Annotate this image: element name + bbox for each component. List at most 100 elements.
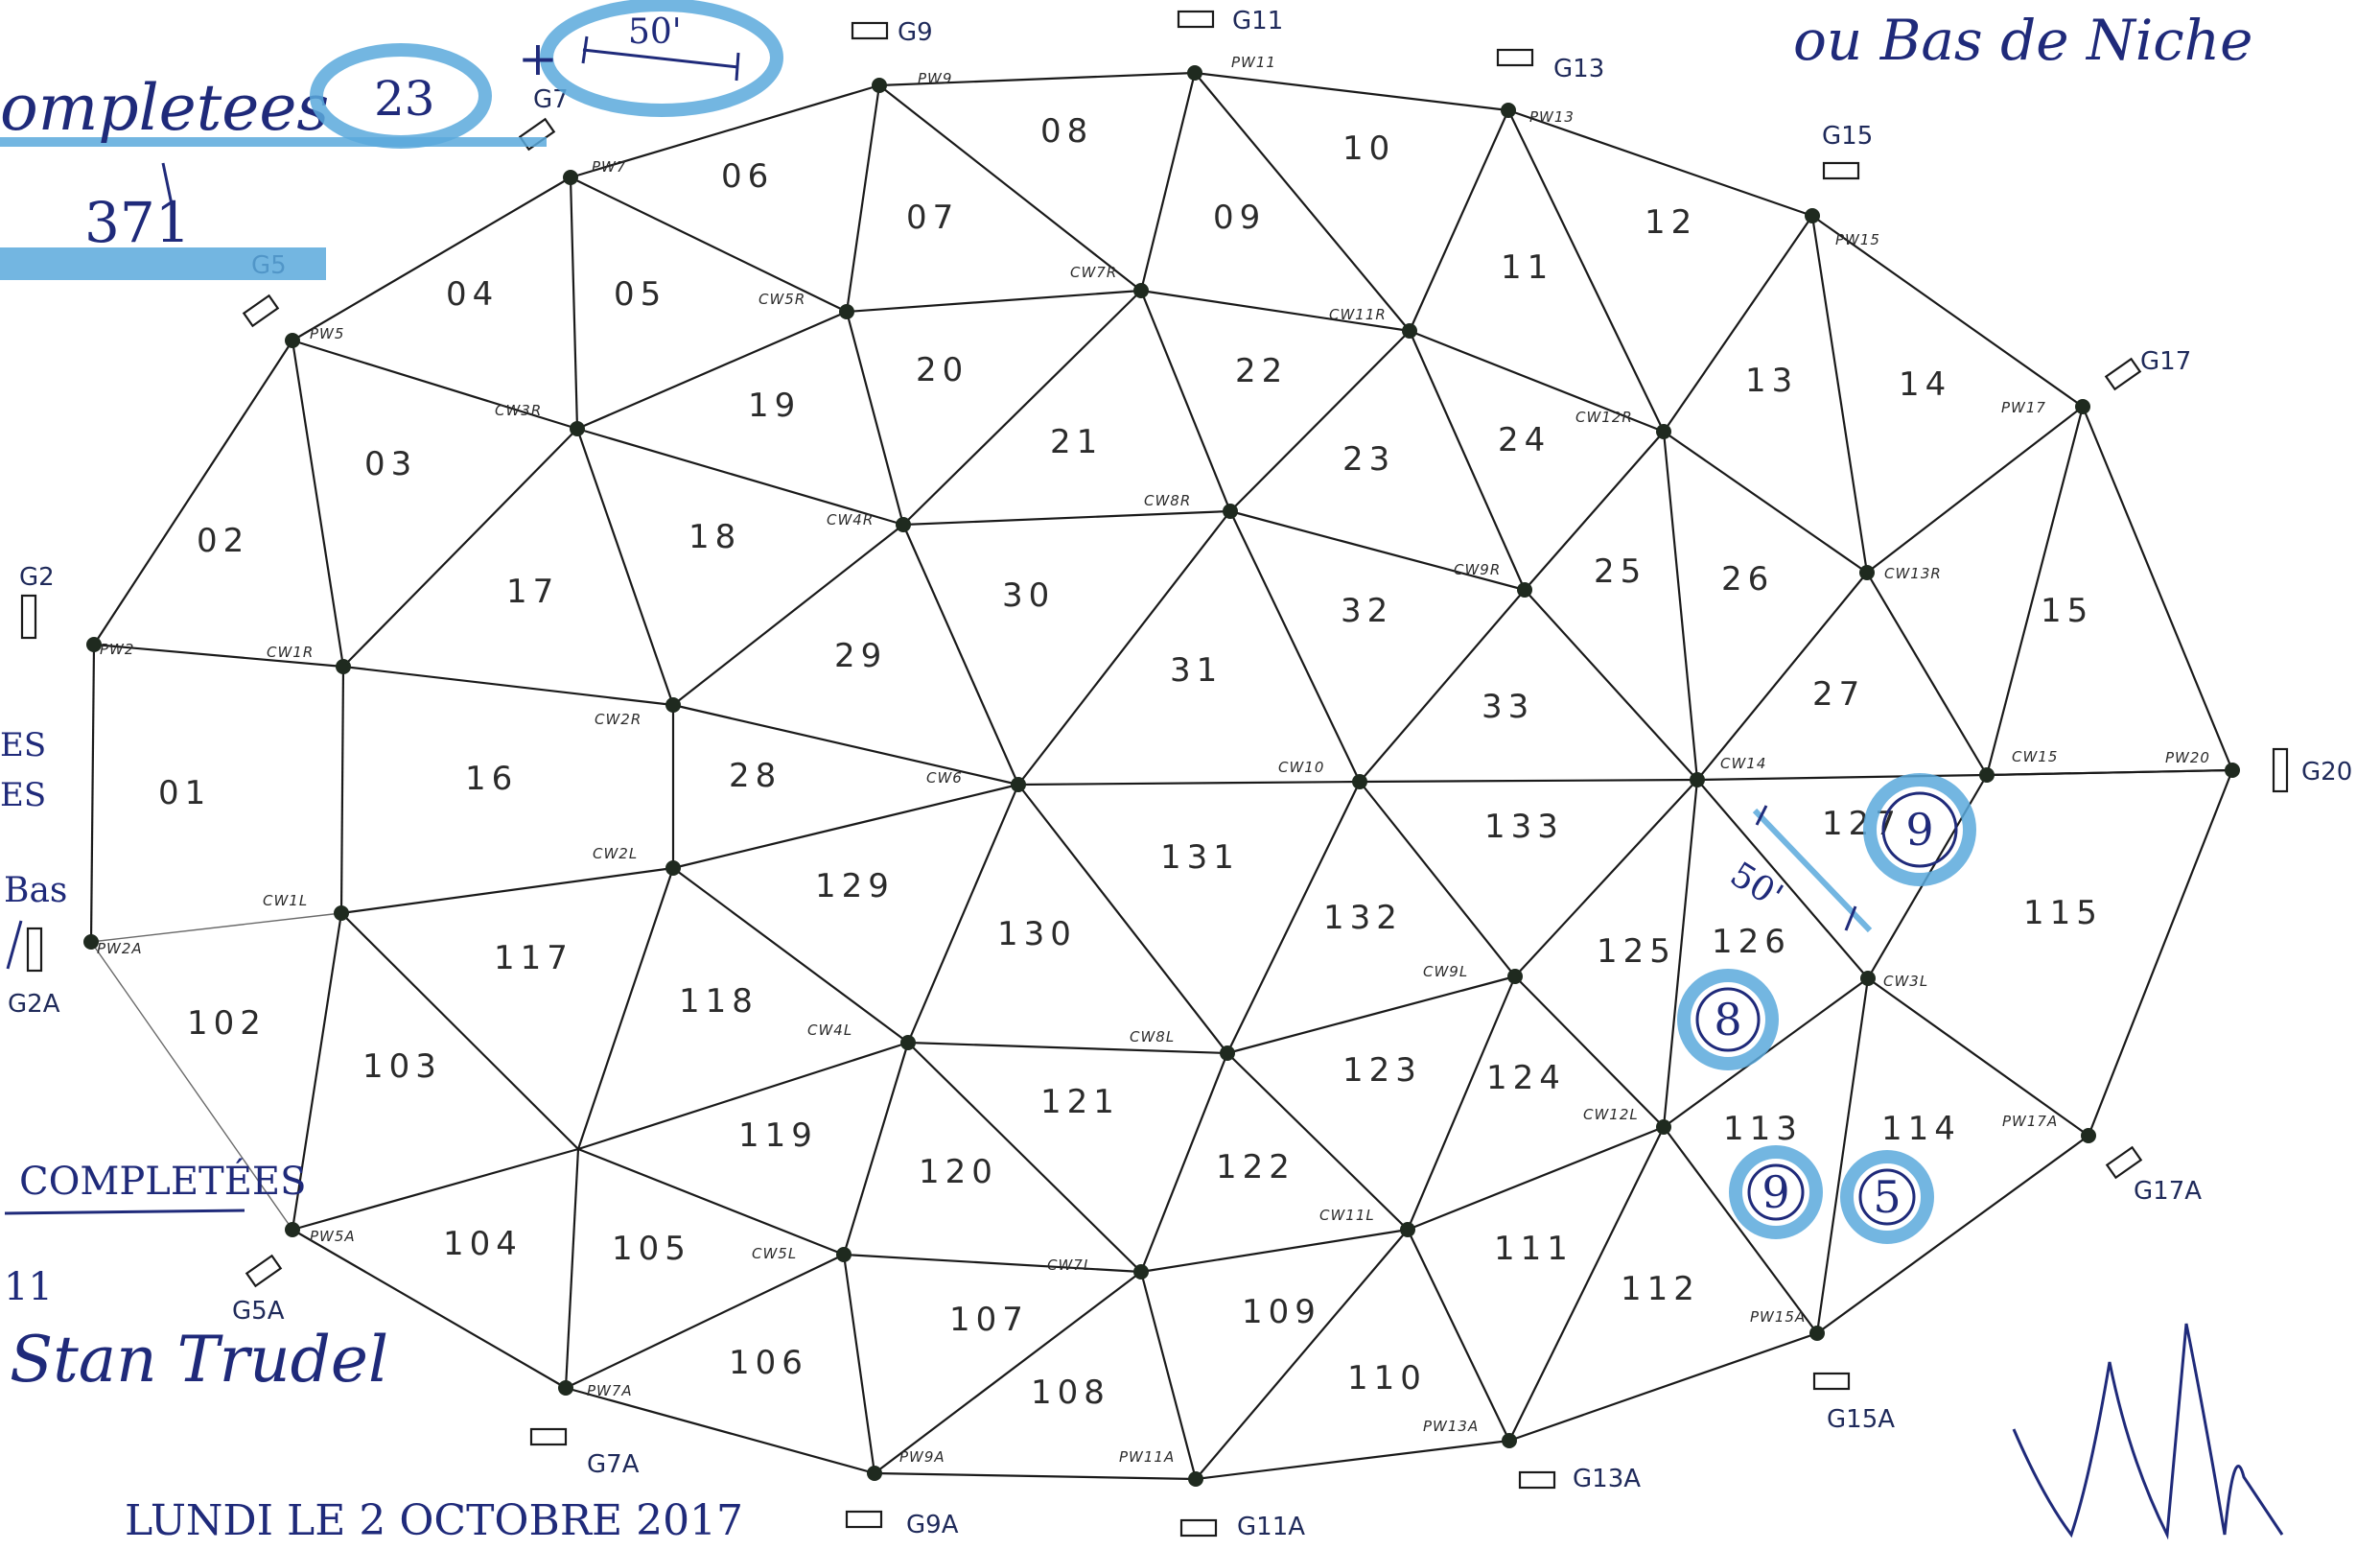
edge-cw9l-cw12l (1514, 975, 1665, 1128)
node-label: CW12L (1583, 1106, 1639, 1123)
node-pw20: PW20 (2165, 749, 2240, 778)
zone-106: 106 (729, 1344, 808, 1382)
edge-cw4l-cw3l_l (577, 1041, 909, 1151)
zone-125: 125 (1597, 932, 1676, 971)
edge-cw12r-cw14 (1662, 431, 1699, 781)
zone-02: 02 (197, 522, 249, 560)
zone-133: 133 (1484, 808, 1564, 846)
gauge-g5a: G5A (232, 1254, 285, 1326)
node-dot (86, 637, 102, 652)
edge-pw11-pw13 (1194, 71, 1509, 112)
node-dot (1133, 283, 1149, 298)
initials-signature (2012, 1323, 2284, 1540)
edge-pw17-pw20 (2081, 406, 2234, 771)
zone-121: 121 (1040, 1083, 1120, 1121)
gauge-label: G20 (2301, 758, 2352, 787)
date-line: LUNDI LE 2 OCTOBRE 2017 (125, 1496, 743, 1545)
node-label: CW5L (752, 1245, 797, 1262)
node-dot (1979, 767, 1995, 783)
zone-27: 27 (1812, 675, 1865, 714)
zone-112: 112 (1621, 1270, 1700, 1308)
completed-label-top: ompletees (0, 71, 329, 145)
node-label: CW4R (827, 511, 874, 528)
node-label: CW2L (593, 845, 638, 862)
edge-pw5a-cw3l_l (292, 1147, 579, 1232)
zone-118: 118 (679, 982, 758, 1021)
node-label: PW9A (899, 1448, 945, 1466)
gauge-marker (242, 294, 280, 328)
edge-pw15a-cw12l (1663, 1126, 1818, 1334)
edge-pw2-pw2a (89, 644, 96, 943)
zone-107: 107 (949, 1301, 1029, 1339)
node-pw7: PW7 (563, 158, 625, 185)
node-dot (872, 78, 887, 93)
zone-19: 19 (748, 387, 801, 425)
scale-tick-left (581, 35, 589, 64)
node-label: PW11A (1119, 1448, 1175, 1466)
edge-pw5-cw3r (292, 339, 578, 431)
edge-cw5r-cw7r (846, 289, 1142, 314)
node-cw4r: CW4R (827, 511, 911, 532)
node-dot (1690, 772, 1705, 787)
edge-cw1l-cw3l_l (340, 912, 579, 1150)
node-dot (83, 934, 99, 950)
node-pw2a: PW2A (83, 934, 142, 957)
completed-underline (4, 1209, 245, 1215)
edge-cw8r-cw10 (1229, 510, 1361, 783)
gauge-label: G2A (8, 990, 60, 1019)
gauge-g7a: G7A (529, 1427, 640, 1479)
node-dot (1133, 1264, 1149, 1280)
edge-pw5-cw1r (291, 340, 345, 668)
node-dot (839, 304, 854, 319)
node-dot (563, 170, 578, 185)
gauge-g2a: G2A (8, 927, 60, 1019)
edge-pw9-cw5r (845, 84, 881, 313)
badge-ring (1881, 791, 1958, 868)
zone-102: 102 (187, 1004, 267, 1043)
edge-cw4l-cw5l (842, 1042, 910, 1256)
gauge-g13a: G13A (1518, 1465, 1641, 1493)
edge-pw7a-pw5a (292, 1229, 567, 1389)
zone-16: 16 (465, 760, 518, 798)
zone-111: 111 (1494, 1230, 1574, 1268)
edge-pw17-cw13r (1866, 406, 2084, 574)
gauge-label: G13A (1573, 1465, 1641, 1493)
plus-sign: + (518, 31, 558, 86)
gauge-label: G7A (587, 1450, 640, 1479)
node-cw2l: CW2L (593, 845, 681, 876)
gauge-label: G15A (1827, 1405, 1895, 1434)
zone-130: 130 (997, 915, 1077, 953)
node-label: CW9L (1423, 963, 1468, 980)
edge-cw2r-cw6 (672, 703, 1019, 787)
edge-pw9-cw7r (878, 84, 1142, 292)
edge-pw5a-cw1l (291, 912, 343, 1231)
node-pw11a: PW11A (1119, 1448, 1203, 1487)
node-dot (1352, 774, 1367, 789)
gauge-marker (2104, 357, 2142, 391)
node-cw14: CW14 (1690, 755, 1765, 787)
node-dot (1400, 1222, 1415, 1237)
gauge-label: G17A (2134, 1177, 2202, 1206)
zone-109: 109 (1242, 1293, 1321, 1331)
node-dot (1860, 971, 1876, 986)
zone-14: 14 (1899, 365, 1951, 404)
zone-108: 108 (1031, 1374, 1110, 1412)
node-dot (836, 1247, 852, 1262)
zone-103: 103 (362, 1047, 442, 1086)
node-dot (570, 421, 585, 436)
edge-pw17a-cw3l (1867, 977, 2089, 1137)
edge-pw15-pw17 (1811, 215, 2084, 408)
node-dot (558, 1380, 573, 1396)
zone-120: 120 (919, 1153, 998, 1191)
node-label: CW6 (926, 769, 963, 787)
diagram-edges (89, 71, 2234, 1481)
edge-cw8r-cw9r (1229, 509, 1526, 592)
zone-25: 25 (1594, 552, 1646, 591)
gauge-g17: G17 (2104, 347, 2191, 391)
count-fragment: 11 (4, 1265, 53, 1309)
node-label: PW17 (2001, 399, 2046, 416)
map-scale-bar (1752, 808, 1873, 933)
gauge-label: G15 (1822, 122, 1873, 151)
zone-20: 20 (916, 351, 968, 389)
